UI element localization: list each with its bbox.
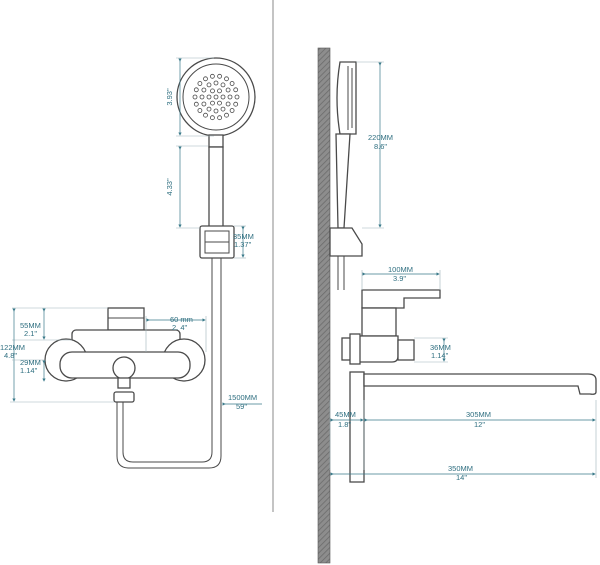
nozzle-pattern <box>192 73 240 121</box>
dim-spout-reach-in: 12" <box>474 420 485 429</box>
dimension-lines <box>10 57 597 478</box>
nozzle <box>203 76 208 82</box>
nozzle <box>213 80 219 86</box>
dim-hose-section: 4.33" <box>165 178 174 196</box>
dim-total-depth-in: 14" <box>456 473 467 482</box>
dim-lever-mm: 100MM <box>388 265 413 274</box>
dim-body-depth-in: 1.14" <box>431 351 449 360</box>
front-view <box>44 57 256 469</box>
dim-spout-reach-mm: 305MM <box>466 410 491 419</box>
nozzle <box>193 101 199 107</box>
nozzle <box>197 81 203 86</box>
holder-side <box>329 227 363 290</box>
nozzle <box>206 106 212 112</box>
nozzle <box>233 87 239 93</box>
wall-section <box>317 47 331 564</box>
nozzle <box>217 73 223 79</box>
dim-total-depth-mm: 350MM <box>448 464 473 473</box>
dim-hose-length-in: 59" <box>236 402 247 411</box>
nozzle <box>213 94 219 100</box>
dim-knob-width-in: 2. 4" <box>172 323 188 332</box>
dim-handset-in: 8.6" <box>374 142 387 151</box>
dim-wall-gap-in: 1.8" <box>338 420 351 429</box>
nozzle <box>224 76 229 82</box>
dim-wall-gap-mm: 45MM <box>335 410 356 419</box>
nozzle <box>193 87 199 93</box>
nozzle <box>220 82 226 88</box>
nozzle <box>206 94 212 100</box>
nozzle <box>209 73 215 79</box>
nozzle <box>233 101 239 107</box>
nozzle <box>220 106 226 112</box>
nozzle <box>220 94 226 100</box>
nozzle <box>229 108 235 113</box>
dim-holder-in: 1.37" <box>234 240 252 249</box>
nozzle <box>234 94 240 100</box>
nozzle <box>217 88 222 94</box>
nozzle <box>206 82 212 88</box>
side-view <box>317 47 597 564</box>
dim-hose-length-mm: 1500MM <box>228 393 257 402</box>
nozzle <box>201 87 207 93</box>
dim-bottom-in: 1.14" <box>20 366 38 375</box>
dim-lever-in: 3.9" <box>393 274 406 283</box>
dim-handset-mm: 220MM <box>368 133 393 142</box>
nozzle <box>217 115 223 121</box>
dim-total-height-mm: 122MM <box>0 343 25 352</box>
nozzle <box>217 100 222 106</box>
nozzle <box>201 101 207 107</box>
mixer-body-front <box>44 307 206 403</box>
nozzle <box>209 115 215 121</box>
nozzle <box>229 81 235 86</box>
dim-knob-width-mm: 60 mm <box>170 315 193 324</box>
handset-holder <box>199 225 235 259</box>
nozzle <box>225 101 231 107</box>
shower-head-front <box>176 57 256 148</box>
spout-side <box>363 373 597 395</box>
shower-head-side <box>335 61 357 229</box>
nozzle <box>224 112 229 118</box>
dim-body-top-in: 2.1" <box>24 329 37 338</box>
nozzle <box>225 87 231 93</box>
nozzle <box>199 94 205 100</box>
hose <box>122 258 213 463</box>
nozzle <box>210 88 215 94</box>
dim-body-depth-mm: 36MM <box>430 343 451 352</box>
nozzle <box>203 112 208 118</box>
dim-total-height-in: 4.8" <box>4 351 17 360</box>
nozzle <box>213 108 219 114</box>
nozzle <box>210 100 215 106</box>
dim-head-diameter: 3.93" <box>165 88 174 106</box>
dim-body-top-mm: 55MM <box>20 321 41 330</box>
dimension-labels: 3.93" 4.33" 35MM 1.37" 55MM 2.1" 122MM 4… <box>0 88 491 482</box>
nozzle <box>227 94 233 100</box>
nozzle <box>192 94 198 100</box>
dim-holder-mm: 35MM <box>233 232 254 241</box>
nozzle <box>197 108 203 113</box>
mixer-side <box>341 289 441 483</box>
dim-bottom-mm: 29MM <box>20 358 41 367</box>
handset-handle <box>208 146 224 228</box>
